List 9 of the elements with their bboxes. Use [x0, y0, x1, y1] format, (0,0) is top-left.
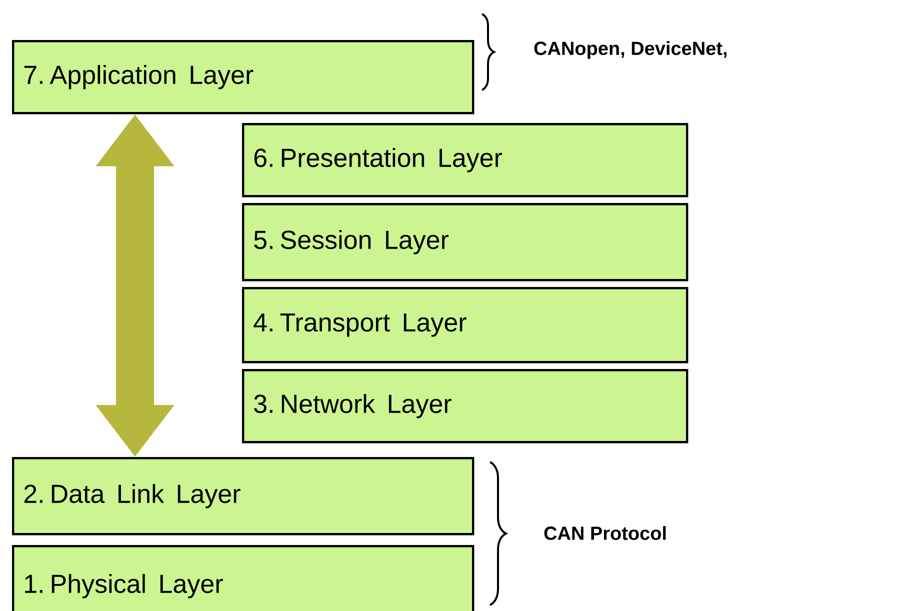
layer-box: 6. Presentation Layer: [242, 123, 688, 198]
annotation-label: CANopen, DeviceNet,: [534, 41, 726, 59]
layer-box: 7. Application Layer: [12, 40, 474, 114]
layer-box: 1. Physical Layer: [12, 545, 474, 611]
annotation-label: CAN Protocol: [544, 526, 666, 540]
layer-box: 3. Network Layer: [242, 369, 688, 444]
layer-box: 4. Transport Layer: [242, 287, 688, 364]
layer-box: 2. Data Link Layer: [12, 457, 474, 536]
layer-box: 5. Session Layer: [242, 203, 688, 282]
